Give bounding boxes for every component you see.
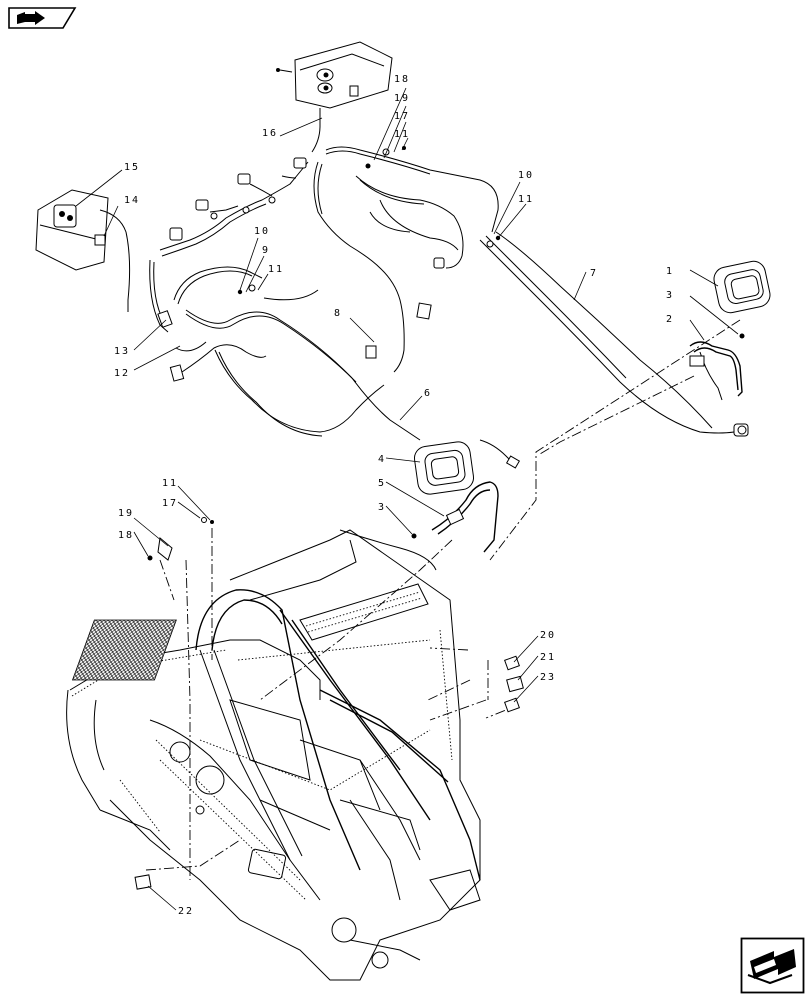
callout-13: 13 xyxy=(114,346,130,357)
callout-18: 18 xyxy=(394,74,410,85)
callout-10-right: 10 xyxy=(518,170,534,181)
callout-11-mid: 11 xyxy=(268,264,284,275)
previous-page-icon[interactable] xyxy=(7,6,77,30)
harness-6 xyxy=(173,266,421,441)
callout-5: 5 xyxy=(378,478,386,489)
callout-6: 6 xyxy=(424,388,432,399)
callout-7: 7 xyxy=(590,268,598,279)
callout-15: 15 xyxy=(124,162,140,173)
top-panel-bracket xyxy=(276,41,393,153)
callout-2: 2 xyxy=(666,314,674,325)
callout-3-right: 3 xyxy=(666,290,674,301)
callout-14: 14 xyxy=(124,195,140,206)
callout-21: 21 xyxy=(540,652,556,663)
callout-17: 17 xyxy=(394,111,410,122)
callout-18-chassis: 18 xyxy=(118,530,134,541)
callout-11-right: 11 xyxy=(518,194,534,205)
harness-7 xyxy=(313,146,749,437)
callout-23: 23 xyxy=(540,672,556,683)
callout-labels: 18 19 17 11 16 15 14 10 11 1 3 2 7 10 9 … xyxy=(114,74,674,917)
callout-12: 12 xyxy=(114,368,130,379)
callout-17-chassis: 17 xyxy=(162,498,178,509)
harness-upper-connectors xyxy=(159,157,309,257)
chassis-small-parts xyxy=(134,517,524,890)
harness-13 xyxy=(149,259,267,382)
callout-3-left: 3 xyxy=(378,502,386,513)
right-work-lamp xyxy=(689,260,771,401)
callout-1: 1 xyxy=(666,266,674,277)
callout-9: 9 xyxy=(262,245,270,256)
callout-11: 11 xyxy=(394,129,410,140)
callout-leaders xyxy=(75,87,739,911)
next-page-icon[interactable] xyxy=(740,937,805,994)
callout-19: 19 xyxy=(394,93,410,104)
leader-lines xyxy=(145,319,741,880)
left-panel-bracket xyxy=(35,189,131,312)
callout-19-chassis: 19 xyxy=(118,508,134,519)
callout-10-mid: 10 xyxy=(254,226,270,237)
fasteners-upper xyxy=(237,146,501,359)
callout-8: 8 xyxy=(334,308,342,319)
callout-22: 22 xyxy=(178,906,194,917)
callout-16: 16 xyxy=(262,128,278,139)
left-work-lamp xyxy=(411,439,521,553)
callout-20: 20 xyxy=(540,630,556,641)
callout-4: 4 xyxy=(378,454,386,465)
callout-11-chassis: 11 xyxy=(162,478,178,489)
machine-chassis xyxy=(66,529,481,981)
